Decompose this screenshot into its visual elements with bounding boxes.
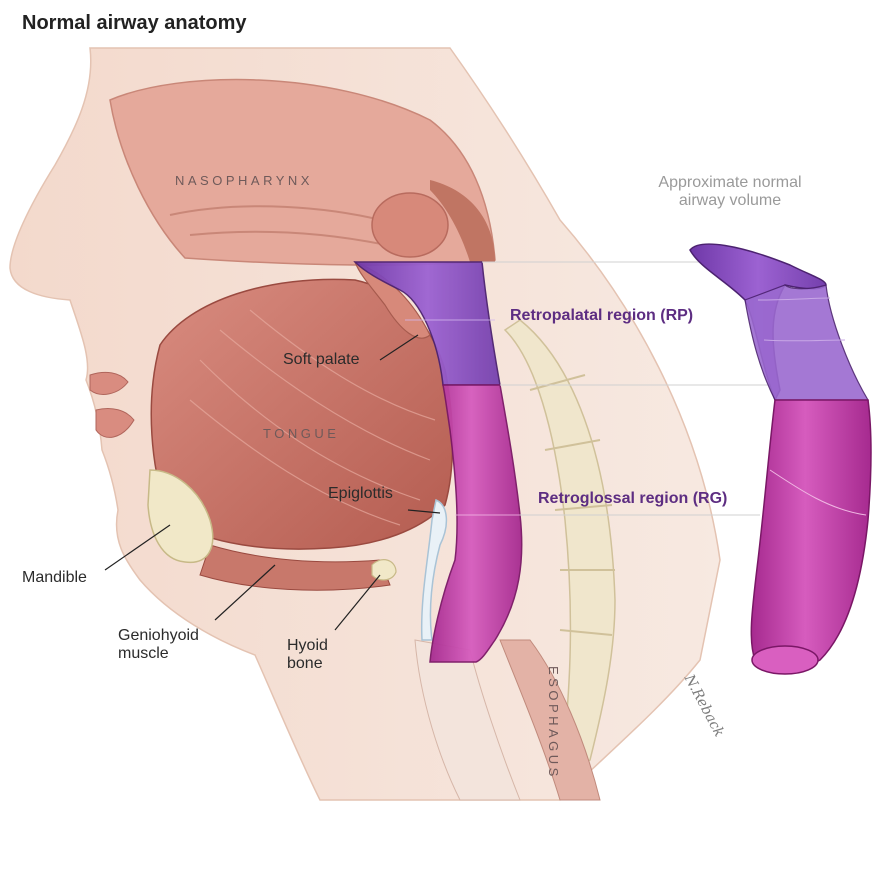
retropalatal-label: Retropalatal region (RP) (510, 307, 694, 324)
esophagus-label: ESOPHAGUS (546, 666, 561, 780)
soft-palate-label: Soft palate (283, 351, 360, 368)
epiglottis-label: Epiglottis (328, 485, 393, 502)
mandible-bone (147, 469, 214, 564)
airway-rg-segment (429, 384, 523, 663)
tongue-label: TONGUE (263, 426, 340, 441)
figure-title: Normal airway anatomy (22, 12, 247, 34)
retroglossal-label: Retroglossal region (RG) (538, 490, 728, 507)
airway-volume-model (689, 243, 872, 675)
hyoid-label: Hyoid bone (287, 637, 328, 673)
geniohyoid-label: Geniohyoid muscle (118, 627, 199, 663)
airway-volume-caption: Approximate normal airway volume (658, 174, 802, 210)
airway-rp-segment (353, 261, 501, 386)
nasopharynx-label: NASOPHARYNX (175, 173, 313, 188)
mandible-label: Mandible (22, 569, 87, 586)
